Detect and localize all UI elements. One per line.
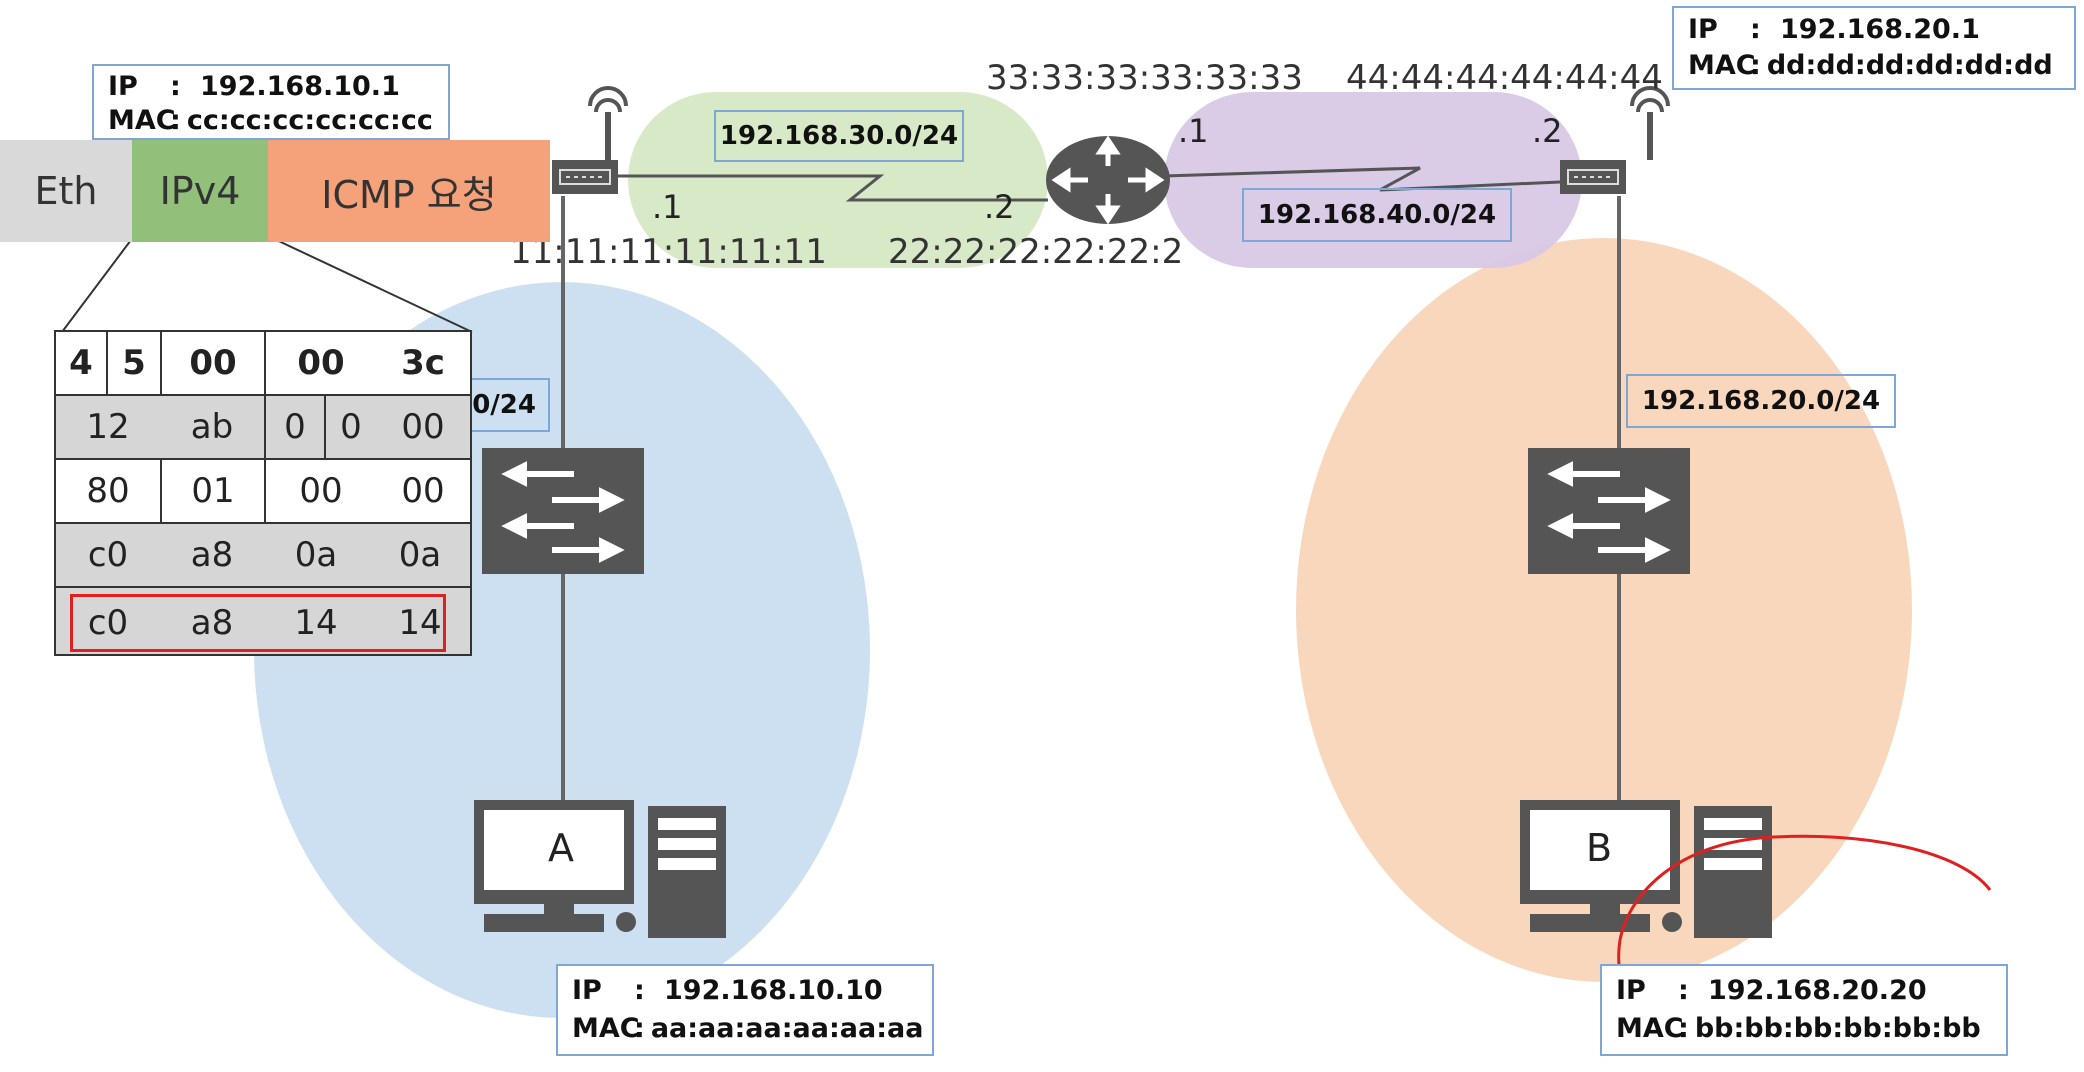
separator: :: [170, 105, 181, 136]
host-b-label: B: [1586, 826, 1613, 870]
ip-header-row-5-destination: c0 a8 14 14: [54, 586, 472, 656]
link-left-area: [628, 92, 1048, 268]
hdr-flags: 0: [284, 407, 306, 447]
cell-divider: [264, 332, 266, 394]
cell-divider: [264, 460, 266, 522]
ip-key: IP: [108, 71, 138, 102]
hdr-checksum-lo: 00: [401, 471, 445, 511]
host-a-label: A: [548, 826, 574, 870]
ip-key: IP: [572, 975, 602, 1006]
mac-value: aa:aa:aa:aa:aa:aa: [650, 1013, 924, 1044]
hdr-id-lo: ab: [190, 407, 234, 447]
mac-key: MAC: [1688, 50, 1756, 81]
wan-link-left: [600, 174, 1048, 202]
mac-router-middle-right: 33:33:33:33:33:33: [986, 58, 1303, 98]
hdr-ttl: 80: [86, 471, 130, 511]
hdr-protocol: 01: [191, 471, 235, 511]
ip-key: IP: [1688, 14, 1718, 45]
leader-line-left: [61, 235, 135, 333]
cell-divider: [160, 460, 162, 522]
mac-key: MAC: [1616, 1013, 1684, 1044]
hdr-ihl: 5: [122, 343, 146, 383]
switch-right-icon[interactable]: [1528, 448, 1690, 574]
hdr-src-1: c0: [87, 535, 129, 575]
mac-key: MAC: [572, 1013, 640, 1044]
hdr-version: 4: [69, 343, 93, 383]
mac-value: cc:cc:cc:cc:cc:cc: [186, 105, 433, 136]
ip-value: 192.168.20.20: [1708, 975, 1927, 1006]
hdr-dst-2: a8: [190, 603, 234, 643]
hdr-dst-4: 14: [398, 603, 442, 643]
port-router-left-wan: .1: [652, 188, 683, 226]
host-b-address-box: IP:192.168.20.20 MAC:bb:bb:bb:bb:bb:bb: [1600, 964, 2008, 1056]
mac-key: MAC: [108, 105, 176, 136]
packet-eth-segment: Eth: [0, 140, 132, 242]
router-left-icon[interactable]: [552, 86, 628, 194]
separator: :: [1750, 14, 1761, 45]
hdr-frag-hi: 0: [340, 407, 362, 447]
host-a-computer-icon[interactable]: [474, 800, 726, 938]
hdr-dst-3: 14: [294, 603, 338, 643]
ip-header-row-3: 80 01 00 00: [54, 458, 472, 522]
ip-header-row-4-source: c0 a8 0a 0a: [54, 522, 472, 586]
hdr-total-length-lo: 3c: [401, 343, 445, 383]
ip-key: IP: [1616, 975, 1646, 1006]
subnet-label-link-right: 192.168.40.0/24: [1242, 188, 1512, 242]
separator: :: [1678, 975, 1689, 1006]
separator: :: [634, 1013, 645, 1044]
wan-link-right: [1163, 166, 1561, 192]
switch-left-icon[interactable]: [482, 448, 644, 574]
ip-value: 192.168.10.10: [664, 975, 883, 1006]
cell-divider: [160, 332, 162, 394]
separator: :: [170, 71, 181, 102]
hdr-checksum-hi: 00: [299, 471, 343, 511]
port-router-middle-left: .2: [984, 188, 1015, 226]
hdr-dst-1: c0: [87, 603, 129, 643]
port-router-right-left: .2: [1532, 112, 1563, 150]
ip-header-row-2: 12 ab 0 0 00: [54, 394, 472, 458]
ip-value: 192.168.10.1: [200, 71, 400, 102]
cell-divider: [264, 396, 266, 458]
port-router-middle-right: .1: [1178, 112, 1209, 150]
mac-router-middle-left: 22:22:22:22:22:2: [888, 232, 1184, 272]
subnet-label-lan-left: 0/24: [456, 378, 550, 432]
router-middle-icon[interactable]: [1046, 135, 1170, 225]
separator: :: [634, 975, 645, 1006]
ip-value: 192.168.20.1: [1780, 14, 1980, 45]
subnet-label-link-left: 192.168.30.0/24: [714, 110, 964, 162]
hdr-tos: 00: [189, 343, 237, 383]
separator: :: [1750, 50, 1761, 81]
packet-icmp-segment: ICMP 요청: [268, 140, 550, 242]
hdr-id-hi: 12: [86, 407, 130, 447]
hdr-frag-lo: 00: [401, 407, 445, 447]
router-left-address-box: IP:192.168.10.1 MAC:cc:cc:cc:cc:cc:cc: [92, 64, 450, 140]
mac-value: dd:dd:dd:dd:dd:dd: [1766, 50, 2053, 81]
router-right-address-box: IP:192.168.20.1 MAC:dd:dd:dd:dd:dd:dd: [1672, 6, 2076, 90]
hdr-total-length-hi: 00: [297, 343, 345, 383]
mac-value: bb:bb:bb:bb:bb:bb: [1694, 1013, 1981, 1044]
lan-right-area: [1296, 238, 1912, 982]
cell-divider: [324, 396, 326, 458]
host-a-address-box: IP:192.168.10.10 MAC:aa:aa:aa:aa:aa:aa: [556, 964, 934, 1056]
separator: :: [1678, 1013, 1689, 1044]
link-right-area: [1164, 92, 1582, 268]
hdr-src-2: a8: [190, 535, 234, 575]
cell-divider: [106, 332, 108, 394]
router-right-icon[interactable]: [1560, 86, 1670, 194]
packet-ipv4-segment: IPv4: [132, 140, 268, 242]
mac-router-right-left: 44:44:44:44:44:44: [1346, 58, 1663, 98]
destination-highlight-box: [70, 594, 446, 652]
hdr-src-4: 0a: [398, 535, 442, 575]
host-b-computer-icon[interactable]: [1520, 800, 1772, 938]
leader-line-right: [267, 235, 473, 333]
hdr-src-3: 0a: [294, 535, 338, 575]
subnet-label-lan-right: 192.168.20.0/24: [1626, 374, 1896, 428]
ip-header-row-1: 4 5 00 00 3c: [54, 330, 472, 394]
mac-router-left-wan: 11:11:11:11:11:11: [510, 232, 827, 272]
